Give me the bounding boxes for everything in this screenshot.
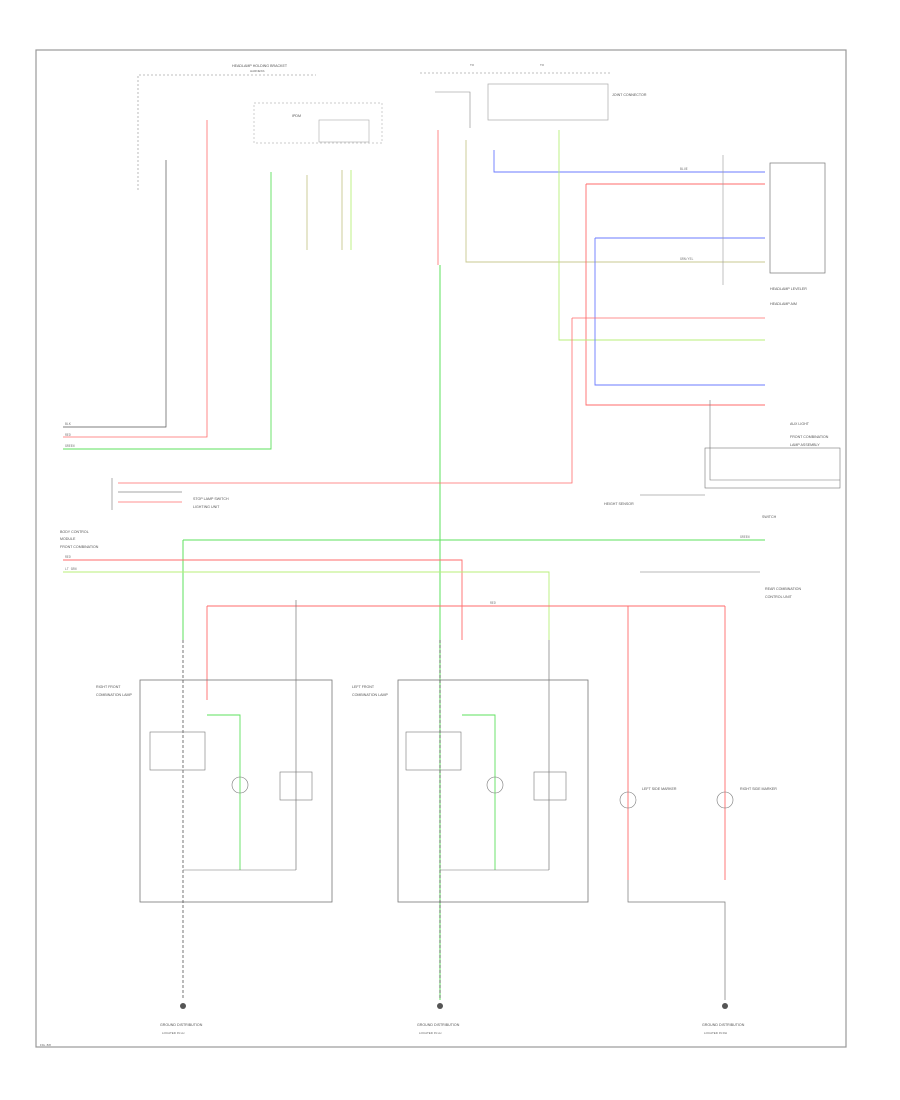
side-lamp-right-label: RIGHT SIDE MARKER	[740, 787, 777, 791]
lamp-right-front: RIGHT FRONT COMBINATION LAMP	[96, 600, 333, 1000]
mid-left-label-b: LIGHTING UNIT	[193, 505, 220, 509]
ground-left: GROUND DISTRIBUTION LOCATED IN LH	[160, 1003, 203, 1035]
code-green-2: GREEN	[740, 535, 750, 539]
top-branch-a: TO	[470, 63, 475, 67]
lamp-left-front: LEFT FRONT COMBINATION LAMP	[352, 640, 589, 1000]
code-black: BLK	[65, 422, 71, 426]
code-blue: BLUE	[680, 167, 688, 171]
right-connector-box	[769, 162, 826, 274]
left-side-block-c: FRONT COMBINATION	[60, 545, 99, 549]
top-junction-label: JOINT CONNECTOR	[612, 93, 647, 97]
side-lamp-left-label: LEFT SIDE MARKER	[642, 787, 677, 791]
code-green: GREEN	[65, 444, 75, 448]
code-ltgreen: LT GRN	[65, 567, 77, 571]
lamp-right-label-b: COMBINATION LAMP	[96, 693, 132, 697]
right-aim-label-c: AUX LIGHT	[790, 422, 810, 426]
right-aim-block: HEADLAMP LEVELER HEADLAMP AIM AUX LIGHT …	[704, 287, 841, 489]
top-connector-block: HEADLAMP HOLDING BRACKET HARNESS IPDM	[137, 64, 383, 190]
left-sensor-sub: CONTROL UNIT	[765, 595, 793, 599]
right-aim-label-e: LAMP ASSEMBLY	[790, 443, 820, 447]
ground-right-sub: LOCATED IN RH	[704, 1031, 727, 1035]
top-connector-label: HEADLAMP HOLDING BRACKET	[232, 64, 288, 68]
top-right-block: TO TO JOINT CONNECTOR	[420, 63, 647, 128]
ground-mid-sub: LOCATED IN LH	[419, 1031, 441, 1035]
lamp-left-label-b: COMBINATION LAMP	[352, 693, 388, 697]
right-aim-label-b: HEADLAMP AIM	[770, 302, 797, 306]
ground-mid-label: GROUND DISTRIBUTION	[417, 1023, 460, 1027]
footer-code: FIG. 8/8	[40, 1043, 51, 1047]
ground-left-sub: LOCATED IN LH	[162, 1031, 184, 1035]
mid-left-block: STOP LAMP SWITCH LIGHTING UNIT BODY CONT…	[60, 478, 229, 549]
code-grnyel: GRN/YEL	[680, 257, 693, 261]
switch-label: SWITCH	[762, 515, 777, 519]
top-branch-b: TO	[540, 63, 545, 67]
code-red: RED	[65, 433, 71, 437]
top-connector-sub: HARNESS	[250, 69, 265, 73]
diagram-border	[35, 49, 847, 1048]
sensor-block: HEIGHT SENSOR SWITCH	[604, 494, 777, 519]
wire-code-labels: BLK RED GREEN RED LT GRN RED BLUE GRN/YE…	[65, 167, 750, 605]
left-side-block-a: BODY CONTROL	[60, 530, 89, 534]
sensor-label: HEIGHT SENSOR	[604, 502, 634, 506]
right-aim-label-a: HEADLAMP LEVELER	[770, 287, 807, 291]
ground-right-label: GROUND DISTRIBUTION	[702, 1023, 745, 1027]
lamp-left-label-a: LEFT FRONT	[352, 685, 375, 689]
right-aim-label-d: FRONT COMBINATION	[790, 435, 829, 439]
relay-box-label: IPDM	[292, 114, 301, 118]
side-marker-lamps: LEFT SIDE MARKER RIGHT SIDE MARKER	[619, 787, 777, 1000]
wires-top	[63, 120, 765, 1000]
ground-left-label: GROUND DISTRIBUTION	[160, 1023, 203, 1027]
left-side-block-b: MODULE	[60, 537, 76, 541]
code-red-3: RED	[490, 601, 496, 605]
lamp-right-label-a: RIGHT FRONT	[96, 685, 121, 689]
wires-mid: REAR COMBINATION CONTROL UNIT	[63, 539, 801, 880]
code-red-2: RED	[65, 555, 71, 559]
ground-mid: GROUND DISTRIBUTION LOCATED IN LH	[417, 1003, 460, 1035]
mid-left-label-a: STOP LAMP SWITCH	[193, 497, 229, 501]
ground-right: GROUND DISTRIBUTION LOCATED IN RH	[702, 1003, 745, 1035]
left-sensor-label: REAR COMBINATION	[765, 587, 801, 591]
